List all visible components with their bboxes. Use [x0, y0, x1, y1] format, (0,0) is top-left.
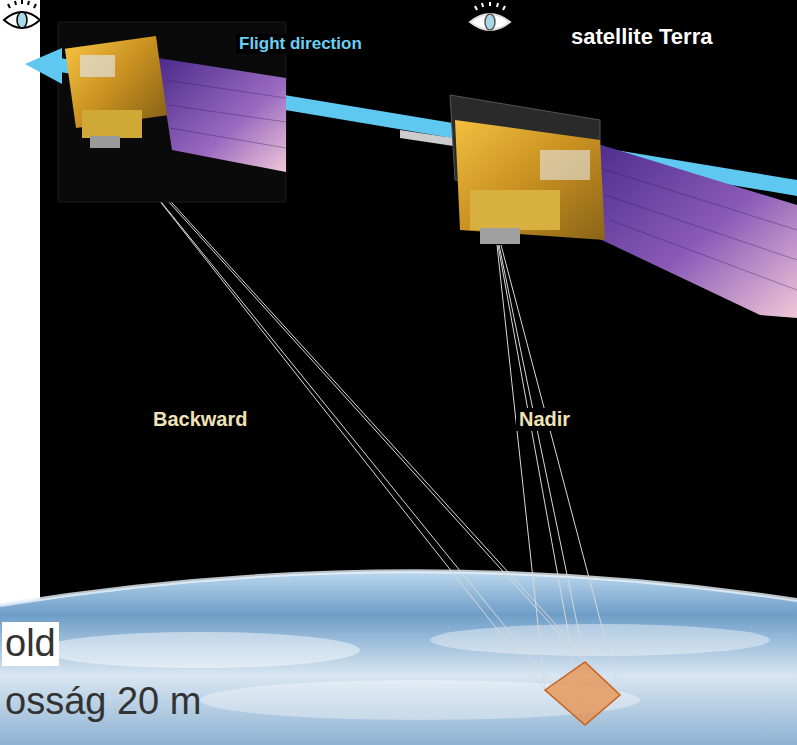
slide-text: osság 20 m — [2, 680, 204, 724]
eye-icon — [4, 0, 40, 28]
eye-icon — [470, 2, 510, 30]
flight-direction-label: Flight direction — [236, 34, 365, 54]
ground-footprint — [545, 662, 620, 725]
view-label: Backward — [150, 408, 251, 431]
satellite-terra — [450, 95, 797, 318]
earth — [0, 571, 797, 745]
view-lines — [497, 245, 620, 725]
space-background — [40, 0, 797, 620]
view-label: Nadir — [516, 408, 573, 431]
satellite-name: satellite Terra — [568, 24, 715, 49]
satellite-backward — [65, 36, 286, 172]
slide-text: old — [2, 622, 59, 666]
